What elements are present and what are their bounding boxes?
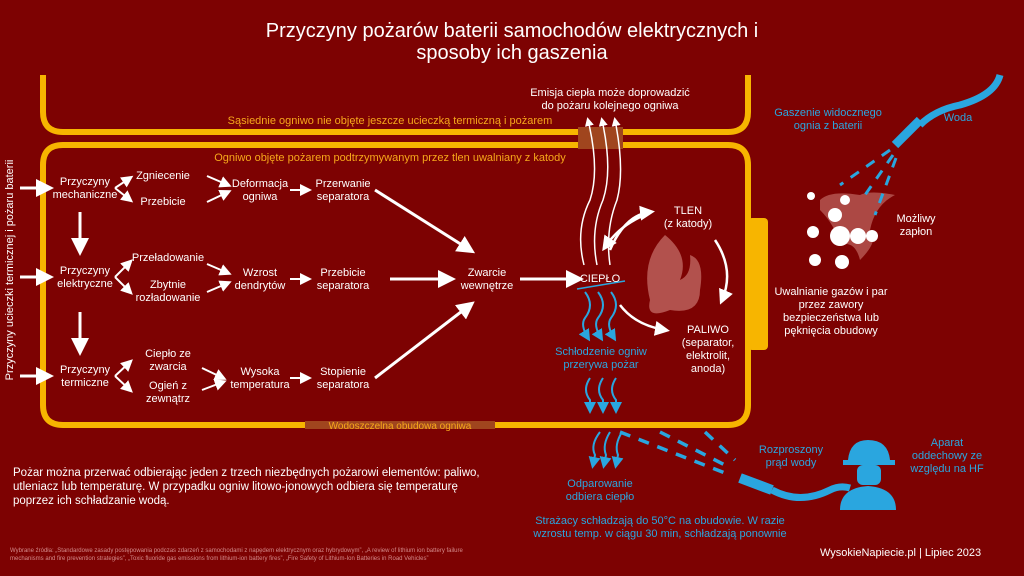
flame-icon xyxy=(647,235,702,314)
fuel-label: PALIWO (separator, elektrolit, anoda) xyxy=(681,324,735,375)
water-spray-bottom xyxy=(619,430,737,477)
casing-gap xyxy=(578,127,623,149)
firefighters-note: Strażacy schładzają do 50°C na obudowie.… xyxy=(533,515,787,540)
water-spray-top xyxy=(839,148,898,216)
cooling-waves xyxy=(578,291,624,469)
cause-thermal: Przyczyny termiczne xyxy=(59,364,111,389)
short-circuit-label: Zwarcie wewnętrze xyxy=(460,267,514,292)
gas-bubbles xyxy=(807,192,878,269)
burning-cell-casing xyxy=(40,142,751,428)
result-item: Przebicie separatora xyxy=(316,267,370,292)
spray-label: Rozproszony prąd wody xyxy=(758,444,824,469)
footer-credit: WysokieNapiecie.pl | Lipiec 2023 xyxy=(820,547,982,559)
breathing-apparatus-label: Aparat oddechowy ze względu na HF xyxy=(910,437,984,475)
heat-emission-waves xyxy=(579,117,622,266)
result-item: Przerwanie separatora xyxy=(315,178,371,203)
effect-item: Wzrost dendrytów xyxy=(234,267,286,292)
cause-electrical: Przyczyny elektryczne xyxy=(57,265,113,290)
cause-item: Zgniecenie xyxy=(136,170,190,182)
neighbor-cell-label: Sąsiednie ogniwo nie objęte jeszcze ucie… xyxy=(227,115,553,127)
cause-item: Przebicie xyxy=(140,196,186,208)
firefighter-icon xyxy=(840,440,896,510)
effect-item: Wysoka temperatura xyxy=(230,366,290,391)
vertical-causes-label: Przyczyny ucieczki termicznej i pożaru b… xyxy=(4,159,16,381)
cause-arrows xyxy=(20,179,89,385)
gas-release-label: Uwalnianie gazów i par przez zawory bezp… xyxy=(774,286,888,337)
evaporation-label: Odparowanie odbiera ciepło xyxy=(565,478,635,503)
flow-arrows xyxy=(114,175,733,393)
water-hose-top xyxy=(891,73,1004,149)
vent-tab xyxy=(748,218,768,350)
cause-item: Ogień z zewnątrz xyxy=(145,380,191,405)
cooling-label: Schłodzenie ogniw przerywa pożar xyxy=(555,346,647,371)
cause-item: Ciepło ze zwarcia xyxy=(145,348,191,373)
extinguish-label: Gaszenie widocznego ognia z baterii xyxy=(774,107,882,132)
result-item: Stopienie separatora xyxy=(316,366,370,391)
external-flame-icon xyxy=(820,192,895,260)
burning-cell-label: Ogniwo objęte pożarem podtrzymywanym prz… xyxy=(214,152,566,164)
cause-item: Zbytnie rozładowanie xyxy=(135,279,201,304)
cause-item: Przeładowanie xyxy=(131,252,205,264)
heat-label: CIEPŁO xyxy=(579,273,621,285)
water-label: Woda xyxy=(943,112,973,124)
neighbor-cell-casing xyxy=(40,75,751,135)
water-hose-bottom xyxy=(738,473,852,501)
ignition-label: Możliwy zapłon xyxy=(896,213,936,238)
oxygen-label: TLEN (z katody) xyxy=(663,205,713,230)
casing-band xyxy=(305,421,495,429)
summary-paragraph: Pożar można przerwać odbierając jeden z … xyxy=(13,467,480,507)
casing-label: Wodoszczelna obudowa ogniwa xyxy=(328,421,472,432)
page-title: Przyczyny pożarów baterii samochodów ele… xyxy=(265,20,759,64)
effect-item: Deformacja ogniwa xyxy=(231,178,289,203)
sources-note: Wybrane źródła: „Standardowe zasady post… xyxy=(10,548,463,562)
heat-emission-label: Emisja ciepła może doprowadzić do pożaru… xyxy=(530,87,690,112)
cause-mechanical: Przyczyny mechaniczne xyxy=(52,176,118,201)
